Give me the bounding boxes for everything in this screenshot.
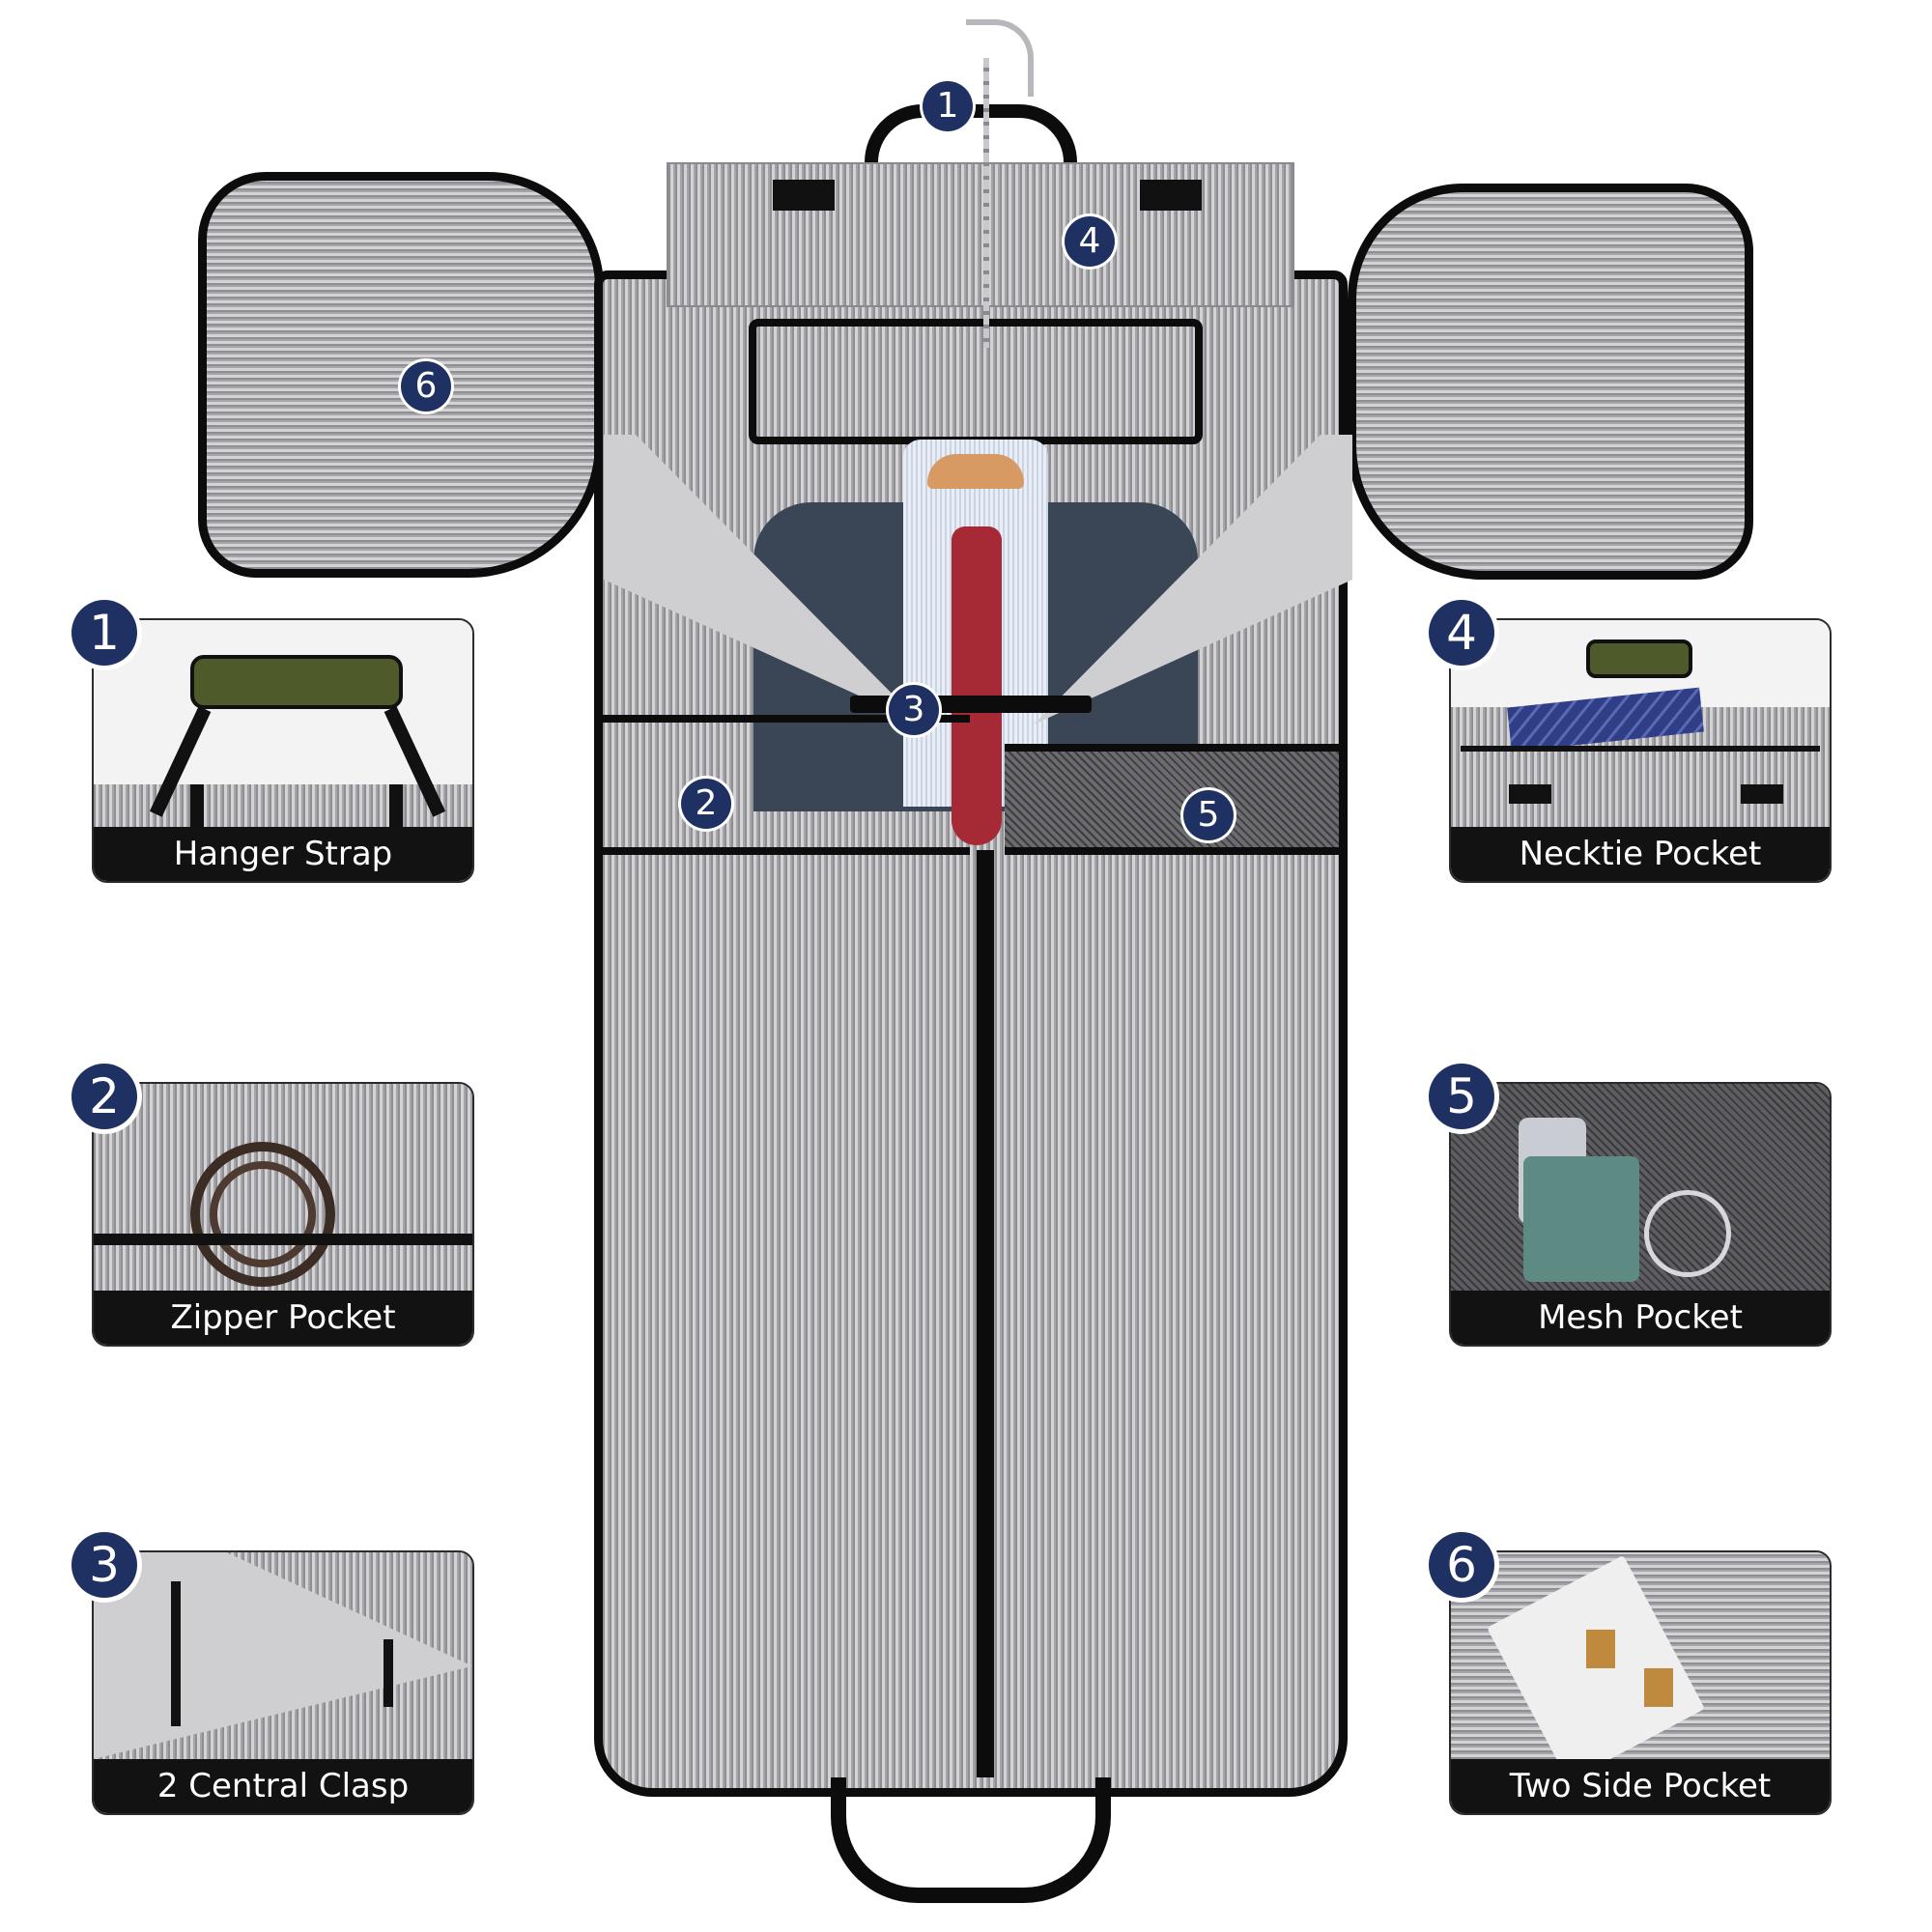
callout-badge-5: 5 [1183,790,1234,840]
feature-caption: Necktie Pocket [1451,827,1830,881]
feature-badge-3: 3 [71,1532,137,1598]
central-zipper [977,850,994,1777]
feature-badge-1: 1 [71,600,137,666]
feature-badge-5: 5 [1429,1064,1494,1129]
feature-panel-necktie-pocket: Necktie Pocket [1449,618,1832,883]
zipper-pocket-area [603,715,970,855]
inner-pocket-frame [749,319,1203,444]
velcro-tab-right [1140,180,1202,211]
feature-panel-hanger-strap: Hanger Strap [92,618,474,883]
hanger-chain [983,58,989,348]
hanger-hook [966,19,1034,97]
feature-caption: Two Side Pocket [1451,1759,1830,1813]
right-side-pocket [1348,184,1753,580]
left-side-pocket [198,172,604,578]
feature-panel-central-clasp: 2 Central Clasp [92,1550,474,1815]
feature-badge-4: 4 [1429,600,1494,666]
feature-caption: Hanger Strap [94,827,472,881]
callout-badge-3: 3 [889,685,939,735]
feature-caption: 2 Central Clasp [94,1759,472,1813]
central-clasp-strap [850,696,1092,713]
callout-badge-6: 6 [401,361,451,412]
callout-badge-2: 2 [681,779,731,829]
bottom-carry-handle [831,1777,1111,1903]
feature-badge-2: 2 [71,1064,137,1129]
feature-panel-mesh-pocket: Mesh Pocket [1449,1082,1832,1347]
callout-badge-4: 4 [1065,216,1115,267]
feature-badge-6: 6 [1429,1532,1494,1598]
mesh-pocket-area [1005,744,1339,855]
wooden-hanger [927,454,1024,489]
feature-caption: Zipper Pocket [94,1291,472,1345]
callout-badge-1: 1 [923,81,973,131]
velcro-tab-left [773,180,835,211]
feature-caption: Mesh Pocket [1451,1291,1830,1345]
necktie [952,526,1002,845]
feature-panel-zipper-pocket: Zipper Pocket [92,1082,474,1347]
feature-panel-two-side-pocket: Two Side Pocket [1449,1550,1832,1815]
